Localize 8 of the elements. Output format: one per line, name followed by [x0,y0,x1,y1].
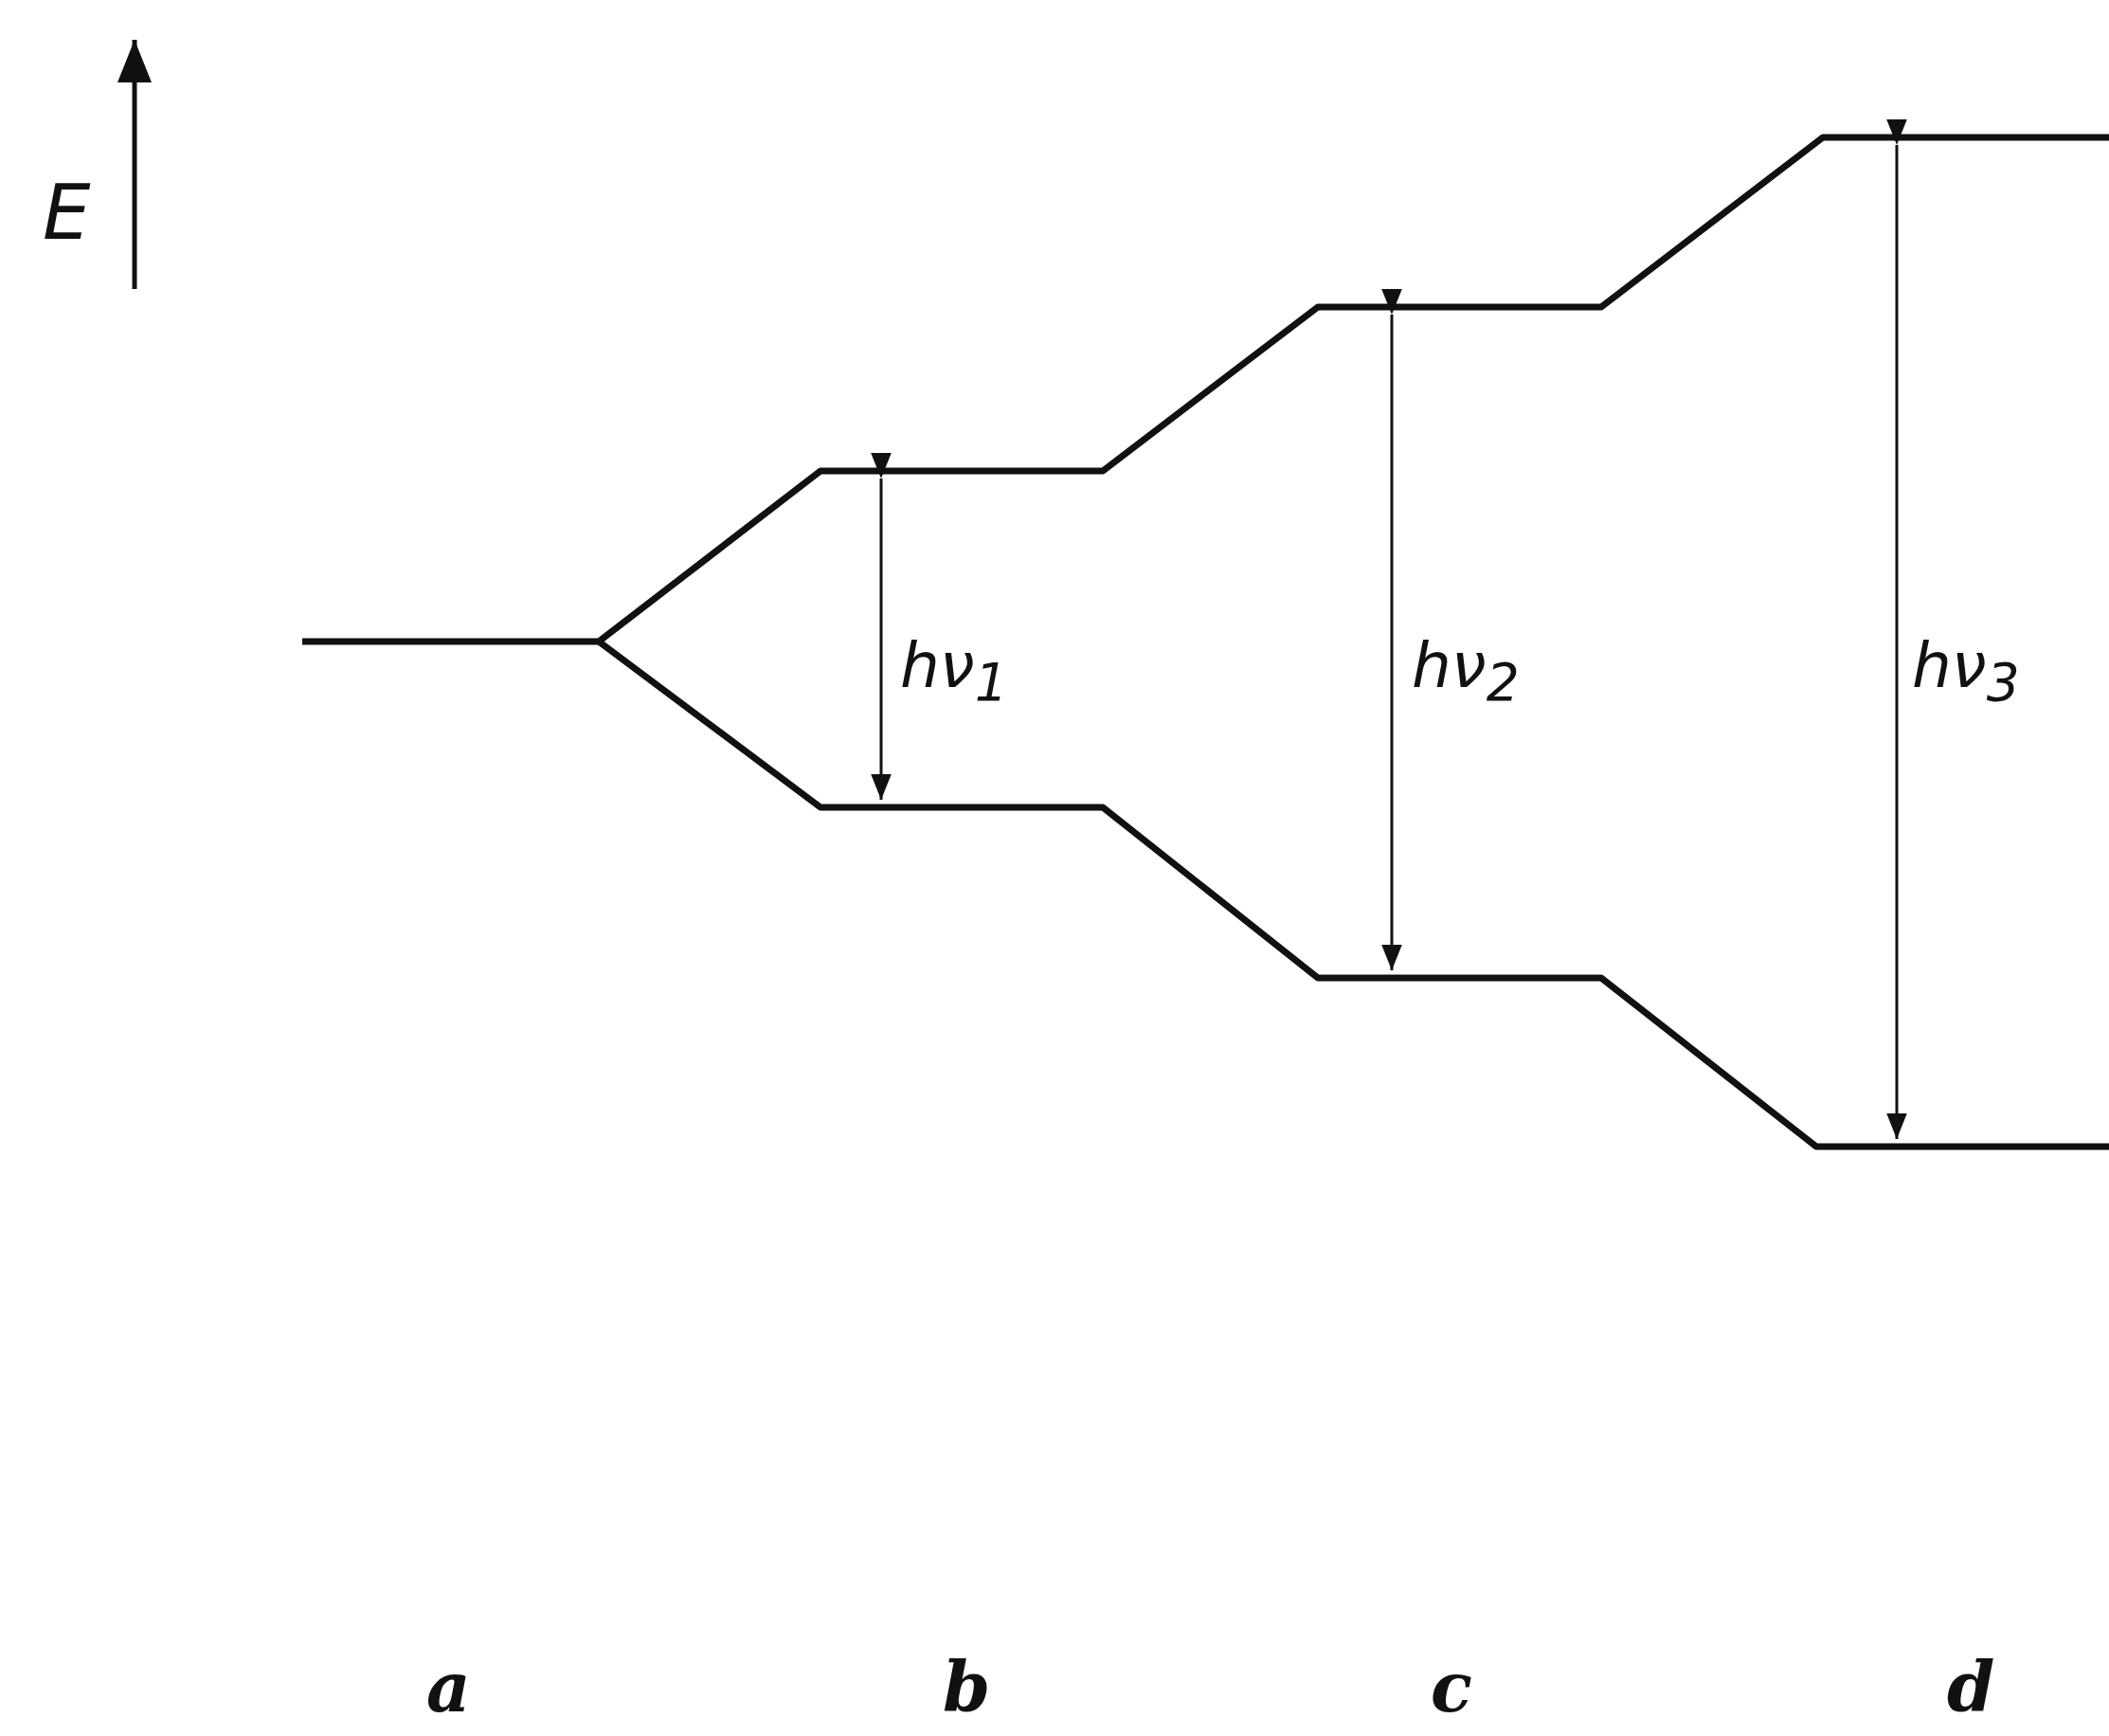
energy-gap-label: hν$_{3}$ [1912,635,2020,710]
energy-gap-label: hν$_{1}$ [900,635,1008,710]
energy-gap-label: hν$_{2}$ [1412,635,1520,710]
axis-label: E [43,175,91,251]
column-label: b [943,1654,991,1722]
column-label: c [1431,1654,1472,1722]
column-label: a [426,1654,471,1722]
column-label: d [1947,1654,1995,1722]
